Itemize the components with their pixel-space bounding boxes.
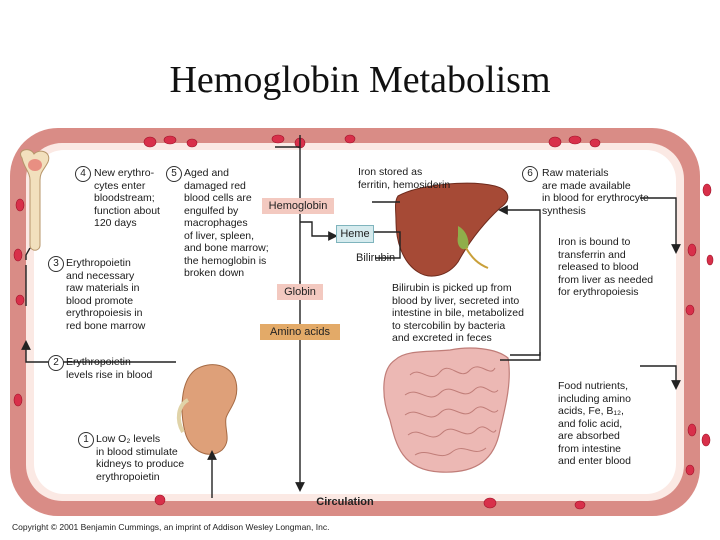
step-5-number: 5 bbox=[166, 166, 182, 182]
step-4-number: 4 bbox=[75, 166, 91, 182]
step-3-number: 3 bbox=[48, 256, 64, 272]
iron-bound-note: Iron is bound to transferrin and release… bbox=[558, 236, 654, 298]
step-3-text: Erythropoietin and necessary raw materia… bbox=[66, 257, 146, 332]
bilirubin-path-note: Bilirubin is picked up from blood by liv… bbox=[392, 282, 524, 344]
copyright-text: Copyright © 2001 Benjamin Cummings, an i… bbox=[12, 522, 330, 532]
globin-box: Globin bbox=[277, 284, 323, 300]
arrows bbox=[21, 135, 681, 498]
step-6-number: 6 bbox=[522, 166, 538, 182]
food-nutrients-note: Food nutrients, including amino acids, F… bbox=[558, 380, 631, 467]
amino-acids-box: Amino acids bbox=[260, 324, 340, 340]
step-1-number: 1 bbox=[78, 432, 94, 448]
step-4-text: New erythro- cytes enter bloodstream; fu… bbox=[94, 167, 160, 229]
kidney-icon bbox=[176, 364, 238, 455]
step-2-number: 2 bbox=[48, 355, 64, 371]
liver-icon bbox=[395, 182, 509, 277]
bilirubin-label: Bilirubin bbox=[356, 252, 396, 264]
step-6-text: Raw materials are made available in bloo… bbox=[542, 167, 649, 217]
iron-stored-note: Iron stored as ferritin, hemosiderin bbox=[358, 166, 451, 191]
step-1-text: Low O₂ levels in blood stimulate kidneys… bbox=[96, 433, 185, 483]
step-2-text: Erythropoietin levels rise in blood bbox=[66, 356, 153, 381]
hemoglobin-box: Hemoglobin bbox=[262, 198, 334, 214]
intestine-icon bbox=[383, 347, 510, 473]
step-5-text: Aged and damaged red blood cells are eng… bbox=[184, 167, 269, 279]
circulation-label: Circulation bbox=[316, 496, 374, 508]
bone-icon bbox=[20, 149, 50, 251]
heme-box: Heme bbox=[336, 225, 374, 243]
page-title: Hemoglobin Metabolism bbox=[169, 59, 551, 101]
